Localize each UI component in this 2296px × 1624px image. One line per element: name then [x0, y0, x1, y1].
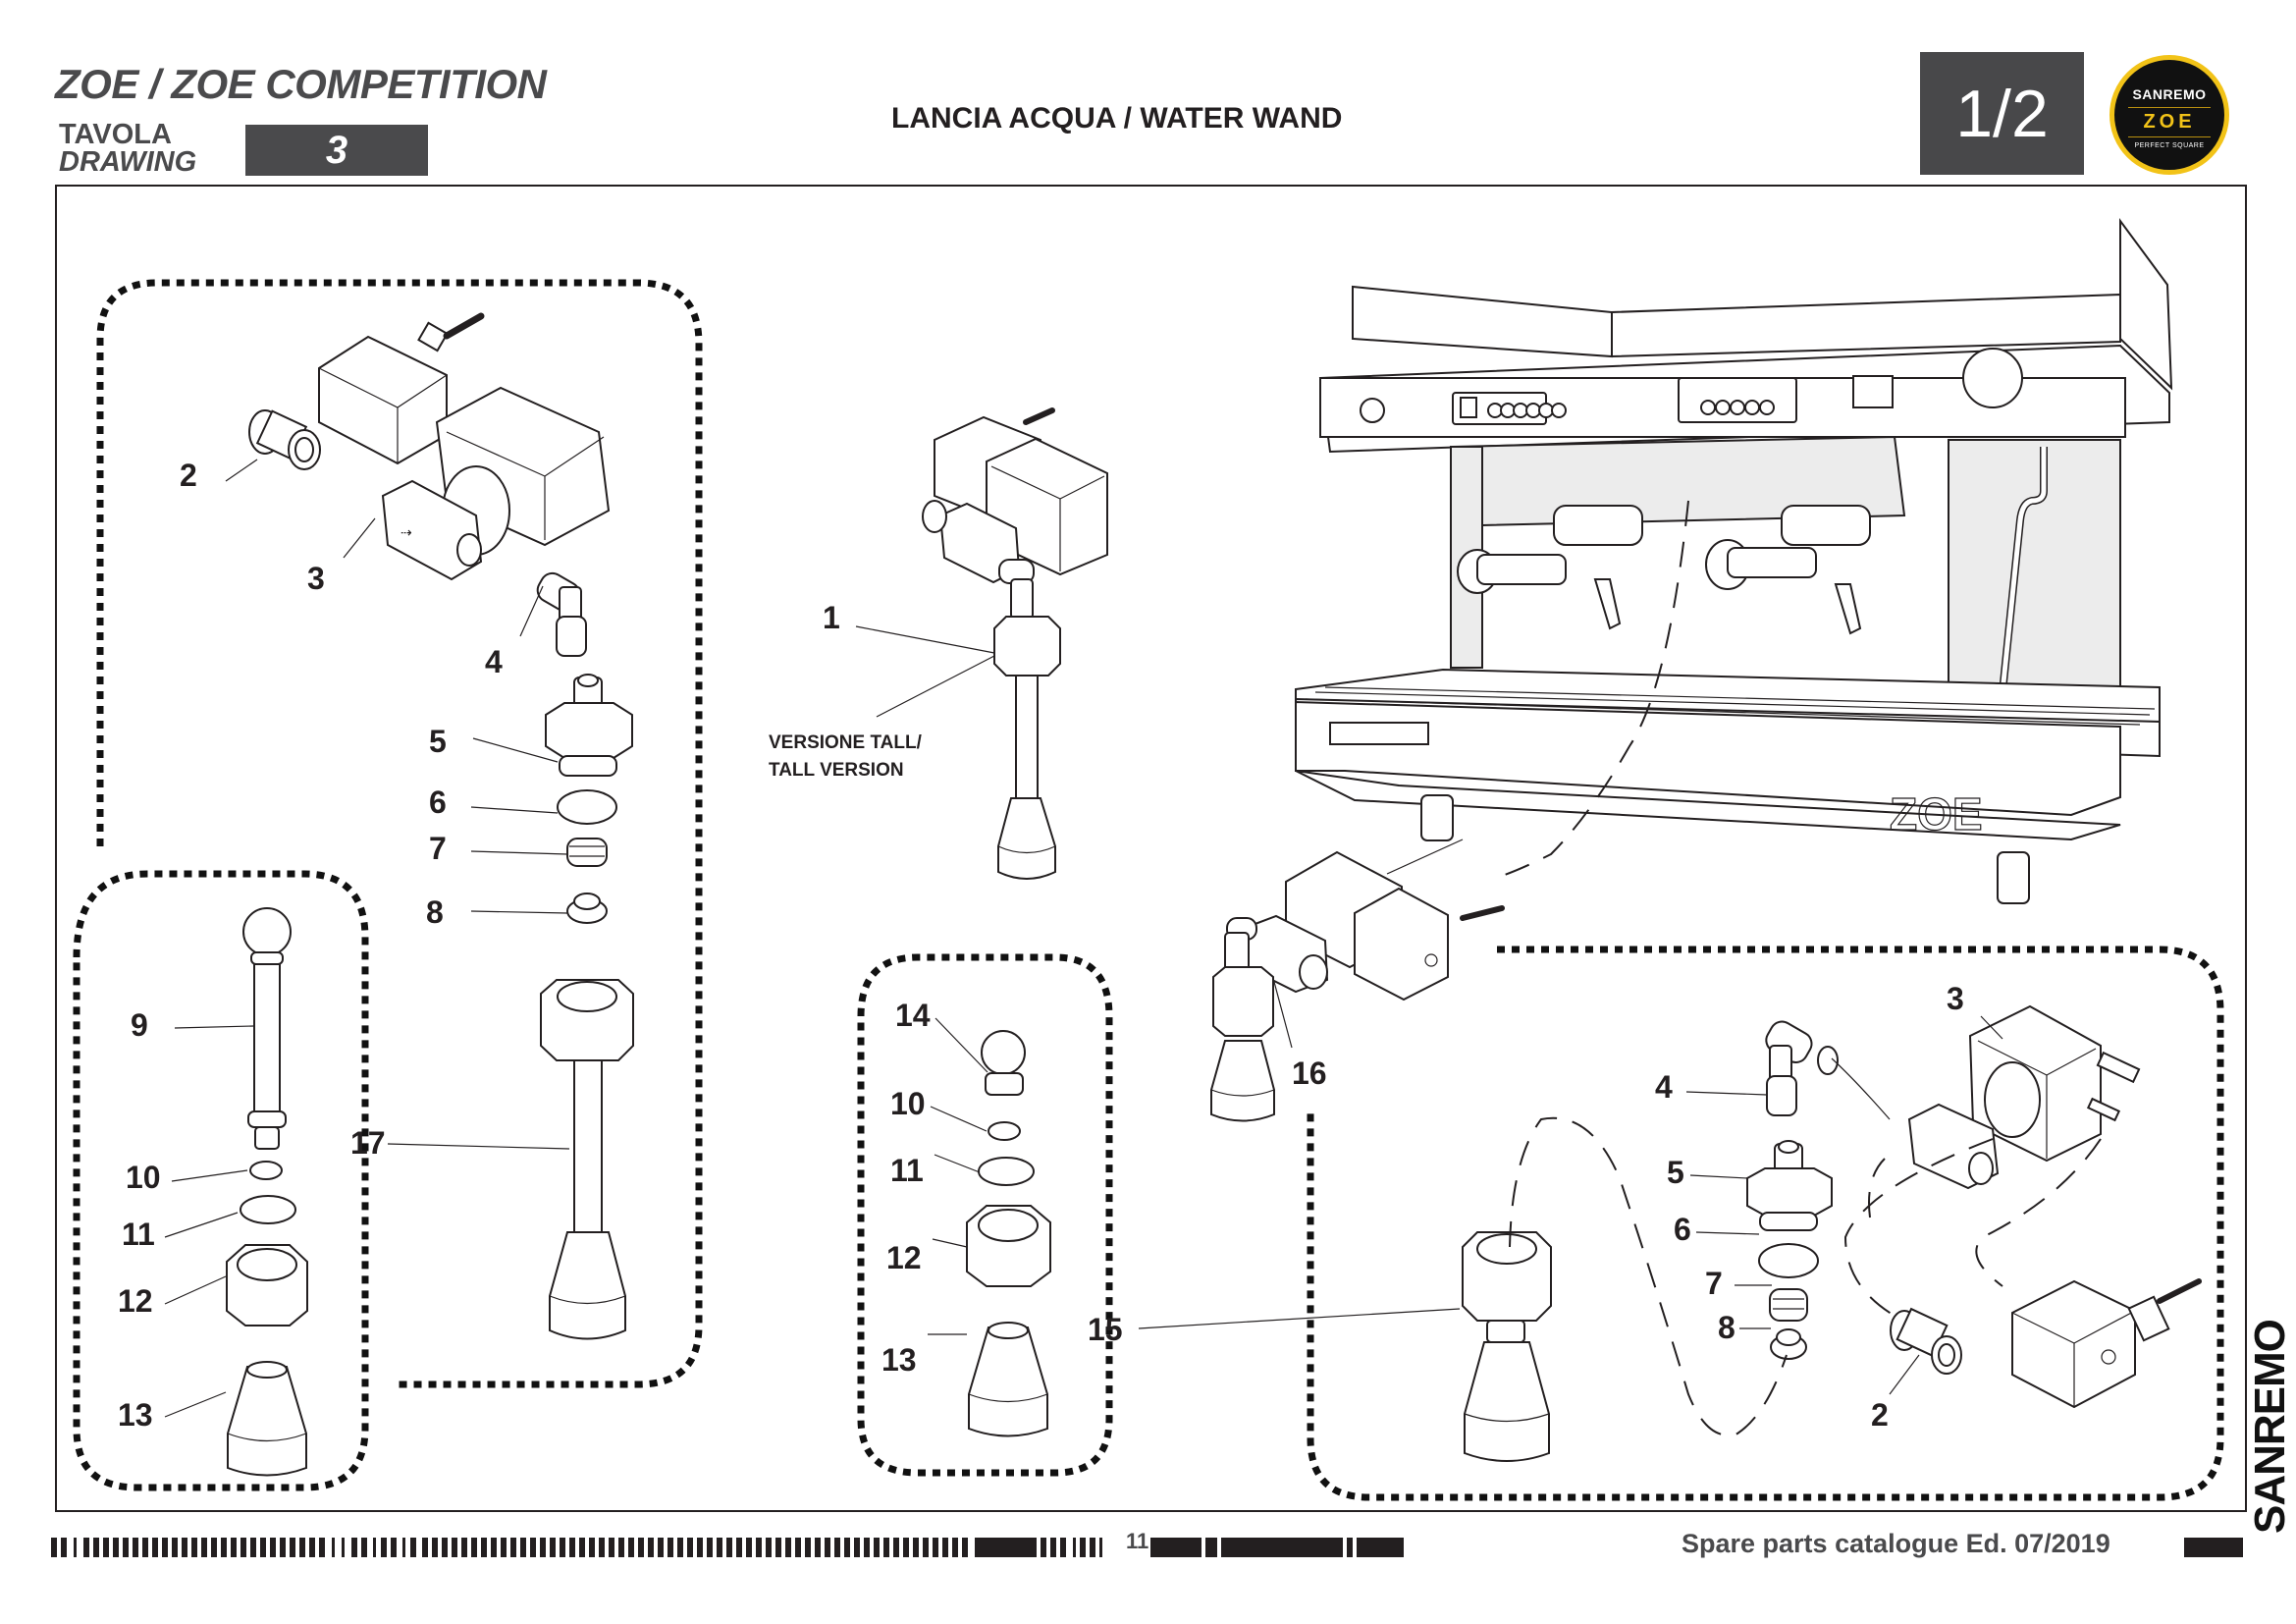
connector-part-5-right [1746, 1140, 1833, 1231]
assembly-part-1 [922, 407, 1108, 880]
drawing-label-it: TAVOLA [59, 119, 172, 150]
elbow-fitting-part-4-right [1765, 1020, 1839, 1116]
svg-text:⇢: ⇢ [400, 524, 412, 540]
callout-3: 3 [307, 561, 325, 596]
callout-8-right: 8 [1718, 1310, 1735, 1345]
footer-bar-left [51, 1538, 1102, 1557]
callout-16: 16 [1292, 1056, 1327, 1091]
callout-14: 14 [895, 998, 931, 1033]
callout-6-right: 6 [1674, 1212, 1691, 1247]
washer-part-11 [240, 1195, 296, 1224]
wand-part-17 [540, 979, 634, 1340]
callout-7-right: 7 [1705, 1266, 1723, 1301]
solenoid-coil-right [2011, 1278, 2202, 1409]
callout-17: 17 [350, 1125, 386, 1161]
spring-part-7 [566, 838, 608, 867]
washer-part-10 [249, 1161, 283, 1180]
callout-2: 2 [180, 458, 197, 493]
assembly-guide-path [1975, 1138, 2102, 1287]
side-brand-logo: SANREMO [2246, 1320, 2294, 1534]
tube-part-9 [242, 907, 292, 1150]
o-ring-part-6-right [1758, 1243, 1819, 1278]
group-outline-nozzle-left [73, 870, 369, 1491]
pressure-gauge [1962, 348, 2023, 408]
footer-catalogue-text: Spare parts catalogue Ed. 07/2019 [1682, 1529, 2110, 1558]
nut-part-12 [226, 1244, 308, 1326]
callout-4-right: 4 [1655, 1069, 1673, 1105]
assembly-part-16 [1210, 839, 1505, 1122]
callout-5: 5 [429, 724, 447, 759]
spring-part-7-right [1769, 1288, 1808, 1322]
callout-13-center: 13 [881, 1342, 917, 1378]
badge-divider [2128, 107, 2211, 108]
washer-part-10-center [988, 1121, 1021, 1141]
ball-tip-part-14 [981, 1030, 1026, 1096]
callout-15: 15 [1088, 1312, 1123, 1347]
seal-part-8-right [1770, 1328, 1807, 1360]
callout-12-center: 12 [886, 1240, 922, 1275]
callout-2-right: 2 [1871, 1397, 1889, 1433]
group-outline-left [96, 279, 703, 1388]
footer-page-number: 11 [1126, 1529, 1149, 1553]
nut-part-12-center [966, 1205, 1051, 1287]
page-fraction: 1/2 [1920, 52, 2084, 175]
badge-divider [2128, 136, 2211, 137]
callout-12: 12 [118, 1283, 153, 1319]
fitting-part-2-right [1890, 1307, 1962, 1375]
control-buttons-right [1700, 400, 1775, 415]
espresso-machine-illustration: ZOE [1295, 217, 2173, 904]
connector-part-5 [545, 674, 633, 777]
group-outline-right [1307, 946, 2224, 1501]
callout-11-center: 11 [890, 1153, 924, 1188]
assembly-guide-path [1509, 1116, 1788, 1436]
elbow-fitting-part-4 [536, 571, 587, 657]
badge-brand: SANREMO [2132, 86, 2207, 102]
footer-bar-right [1150, 1538, 2243, 1557]
callout-10-center: 10 [890, 1086, 926, 1121]
drawing-number: 3 [245, 125, 428, 176]
callout-9: 9 [131, 1007, 148, 1043]
tall-version-note-line1: VERSIONE TALL/ [769, 732, 923, 753]
callout-4: 4 [485, 644, 503, 679]
badge-model: ZOE [2143, 111, 2196, 133]
brand-badge-logo: SANREMO ZOE PERFECT SQUARE [2109, 55, 2229, 175]
callout-7: 7 [429, 831, 447, 866]
assembly-guide-path [1843, 1138, 1994, 1317]
model-title: ZOE / ZOE COMPETITION [55, 61, 547, 107]
nozzle-part-13-center [968, 1322, 1048, 1437]
solenoid-valve-part-3-right [1907, 1004, 2141, 1190]
callout-1: 1 [823, 600, 840, 635]
zoe-logo-on-machine: ZOE [1890, 788, 1983, 839]
callout-13: 13 [118, 1397, 153, 1433]
tall-version-note-line2: TALL VERSION [769, 760, 904, 781]
drawing-frame [55, 185, 2247, 1512]
seal-part-8 [566, 893, 608, 924]
wand-part-15 [1462, 1231, 1552, 1462]
section-title: LANCIA ACQUA / WATER WAND [891, 102, 1343, 135]
nozzle-part-13 [227, 1361, 307, 1477]
callout-6: 6 [429, 785, 447, 820]
callout-5-right: 5 [1667, 1155, 1684, 1190]
drawing-label-en: DRAWING [59, 146, 197, 178]
o-ring-part-6 [557, 789, 617, 825]
fitting-part-2 [248, 409, 321, 470]
callout-10: 10 [126, 1160, 161, 1195]
washer-part-11-center [978, 1157, 1035, 1186]
control-buttons-left [1487, 403, 1567, 418]
solenoid-valve-part-3: ⇢ [381, 386, 611, 581]
callout-8: 8 [426, 894, 444, 930]
callout-11: 11 [122, 1217, 155, 1252]
callout-3-right: 3 [1947, 981, 1964, 1016]
badge-tagline: PERFECT SQUARE [2134, 142, 2205, 149]
drawing-label: TAVOLA DRAWING [59, 119, 197, 178]
